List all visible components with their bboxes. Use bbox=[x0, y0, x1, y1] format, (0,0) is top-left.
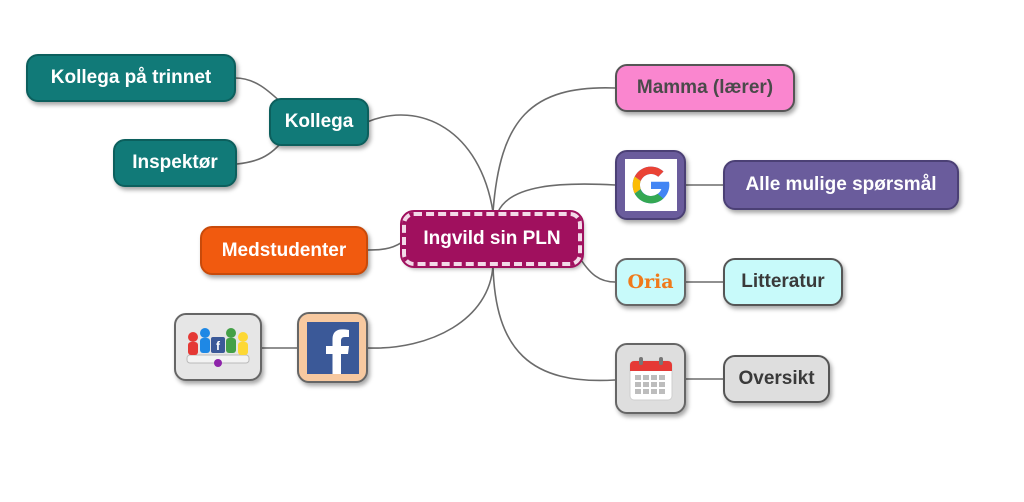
node-litteratur-label: Litteratur bbox=[741, 271, 825, 292]
central-topic-label: Ingvild sin PLN bbox=[423, 228, 561, 249]
facebook-group-icon: f bbox=[186, 328, 250, 367]
node-facebook-group[interactable]: f bbox=[174, 313, 262, 381]
central-topic[interactable]: Ingvild sin PLN bbox=[400, 210, 584, 268]
node-litteratur[interactable]: Litteratur bbox=[723, 258, 843, 306]
node-facebook[interactable] bbox=[297, 312, 368, 383]
connector-oria bbox=[577, 254, 616, 283]
node-alle-mulige-sporsmal[interactable]: Alle mulige spørsmål bbox=[723, 160, 959, 210]
connector-kollega bbox=[366, 114, 494, 213]
connector-medstudenter bbox=[367, 239, 406, 251]
node-mamma-label: Mamma (lærer) bbox=[636, 77, 774, 98]
svg-text:f: f bbox=[216, 339, 221, 353]
node-medstudenter[interactable]: Medstudenter bbox=[200, 226, 368, 275]
connector-facebook bbox=[367, 264, 494, 349]
connector-google bbox=[497, 183, 616, 213]
connector-calendar bbox=[492, 264, 616, 382]
calendar-icon bbox=[629, 356, 672, 400]
node-kollega-pa-trinnet-label: Kollega på trinnet bbox=[50, 67, 212, 88]
facebook-logo-icon bbox=[306, 321, 359, 374]
node-oversikt-label: Oversikt bbox=[738, 368, 815, 389]
node-medstudenter-label: Medstudenter bbox=[221, 239, 347, 261]
node-oversikt[interactable]: Oversikt bbox=[723, 355, 830, 403]
node-alle-mulige-sporsmal-label: Alle mulige spørsmål bbox=[745, 174, 937, 195]
node-kollega[interactable]: Kollega bbox=[269, 98, 369, 146]
node-mamma[interactable]: Mamma (lærer) bbox=[615, 64, 795, 112]
node-calendar[interactable] bbox=[615, 343, 686, 414]
node-inspektor-label: Inspektør bbox=[132, 152, 218, 173]
node-inspektor[interactable]: Inspektør bbox=[113, 139, 237, 187]
google-logo-icon bbox=[632, 166, 669, 204]
node-kollega-label: Kollega bbox=[284, 111, 354, 132]
node-oria[interactable]: Oria bbox=[615, 258, 686, 306]
connector-mamma bbox=[492, 87, 616, 213]
oria-logo-text: Oria bbox=[627, 271, 674, 293]
node-google[interactable] bbox=[615, 150, 686, 220]
node-kollega-pa-trinnet[interactable]: Kollega på trinnet bbox=[26, 54, 236, 102]
